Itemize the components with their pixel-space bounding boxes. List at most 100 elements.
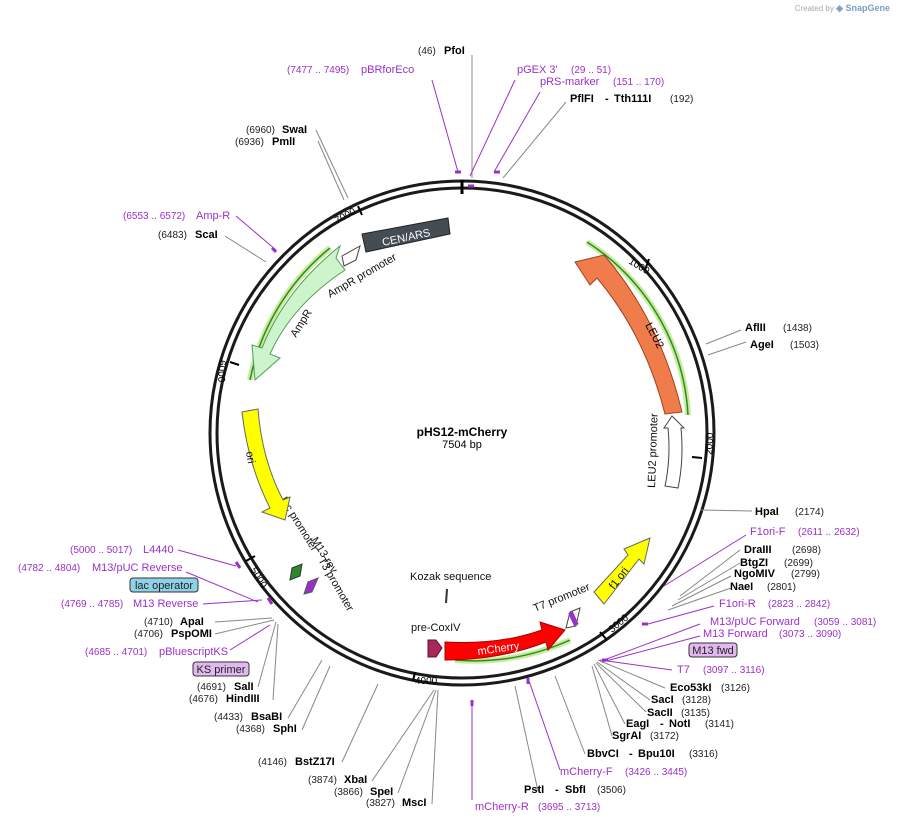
primer-pgex3[interactable]: pGEX 3'	[517, 64, 558, 76]
site-sali[interactable]: SalI	[234, 681, 254, 693]
site-pos-psti: (3506)	[597, 785, 626, 796]
site-pos-btgzi: (2699)	[784, 558, 813, 569]
credit-prefix: Created by	[794, 4, 834, 13]
primer-m13-reverse[interactable]: M13 Reverse	[133, 598, 198, 610]
primer-pos-l4440: (5000 .. 5017)	[70, 545, 132, 556]
primer-pos-t7: (3097 .. 3116)	[703, 665, 765, 676]
primer-l4440[interactable]: L4440	[143, 544, 174, 556]
site-sep-eagi: -	[660, 718, 664, 730]
site-pmli[interactable]: PmlI	[272, 136, 295, 148]
site-sphi[interactable]: SphI	[273, 723, 297, 735]
site-sacii[interactable]: SacII	[647, 707, 673, 719]
site-bstz17i[interactable]: BstZ17I	[295, 756, 335, 768]
plasmid-name: pHS12-mCherry	[417, 425, 508, 439]
site-pflfi[interactable]: PflFI	[570, 93, 594, 105]
site-pos-spei: (3866)	[334, 787, 363, 798]
site-aflii[interactable]: AflII	[745, 322, 766, 334]
mcherry-arc-line	[454, 639, 571, 662]
feature-label-leu2-promoter: LEU2 promoter	[646, 413, 661, 488]
site-pos-hindiii: (4676)	[189, 694, 218, 705]
feature-ampr	[251, 244, 346, 382]
primer-pos-m13-puc-reverse: (4782 .. 4804)	[18, 563, 80, 574]
boxed-lac-operator-label: lac operator	[135, 580, 193, 592]
site-noti[interactable]: NotI	[669, 718, 690, 730]
site-pos-bstz17i: (4146)	[258, 757, 287, 768]
primer-f1ori-f[interactable]: F1ori-F	[750, 526, 786, 538]
enzyme-connectors	[214, 55, 753, 805]
primer-pos-amp-r: (6553 .. 6572)	[123, 211, 185, 222]
leu2-arc-line	[586, 241, 689, 416]
boxed-primer-ks-primer[interactable]	[192, 661, 250, 677]
site-spei[interactable]: SpeI	[370, 786, 393, 798]
primer-pbluescriptks[interactable]: pBluescriptKS	[159, 646, 228, 658]
site-pos-pmli: (6936)	[235, 137, 264, 148]
site-sep-pflfi: -	[605, 93, 609, 105]
primer-m13-puc-forward[interactable]: M13/pUC Forward	[710, 616, 800, 628]
site-pos-eco53ki: (3126)	[721, 683, 750, 694]
site-pos-bbvci: (3316)	[689, 749, 718, 760]
primer-m13-forward[interactable]: M13 Forward	[703, 628, 768, 640]
primer-pos-mcherry-f: (3426 .. 3445)	[625, 767, 687, 778]
tick-4000: 4000	[415, 676, 438, 687]
site-pfoi[interactable]: PfoI	[444, 45, 465, 57]
site-pos-agei: (1503)	[790, 340, 819, 351]
site-sgrai[interactable]: SgrAI	[612, 730, 641, 742]
site-scai[interactable]: ScaI	[195, 229, 218, 241]
site-eagi[interactable]: EagI	[626, 718, 649, 730]
primer-amp-r[interactable]: Amp-R	[196, 210, 230, 222]
site-pos-msci: (3827)	[366, 798, 395, 809]
site-tth111i[interactable]: Tth111I	[614, 93, 651, 105]
snapgene-logo: ◈	[836, 3, 846, 13]
site-xbai[interactable]: XbaI	[344, 774, 367, 786]
primer-pos-mcherry-r: (3695 .. 3713)	[538, 802, 600, 813]
site-pos-pflfi: (192)	[670, 94, 693, 105]
site-btgzi[interactable]: BtgZI	[740, 557, 768, 569]
site-bpu10i[interactable]: Bpu10I	[638, 748, 675, 760]
site-pspomi[interactable]: PspOMI	[171, 628, 212, 640]
site-bbvci[interactable]: BbvCI	[587, 748, 619, 760]
primer-mcherry-r[interactable]: mCherry-R	[475, 801, 529, 813]
site-hpai[interactable]: HpaI	[755, 506, 779, 518]
primer-prs-marker[interactable]: pRS-marker	[540, 76, 600, 88]
site-pos-sgrai: (3172)	[650, 731, 679, 742]
primer-pos-m13-reverse: (4769 .. 4785)	[61, 599, 123, 610]
boxed-lac-operator[interactable]	[129, 577, 199, 593]
feature-pre-coxiv	[427, 639, 443, 658]
site-hindiii[interactable]: HindIII	[226, 693, 260, 705]
site-eco53ki[interactable]: Eco53kI	[670, 682, 712, 694]
tick-6000: 6000	[215, 360, 227, 383]
site-ngomiv[interactable]: NgoMIV	[734, 568, 776, 580]
feature-label-mcherry: mCherry	[477, 640, 521, 658]
site-pos-pspomi: (4706)	[134, 629, 163, 640]
primer-pbrforeco[interactable]: pBRforEco	[361, 64, 414, 76]
primer-mcherry-f[interactable]: mCherry-F	[560, 766, 613, 778]
site-sbfi[interactable]: SbfI	[565, 784, 586, 796]
site-msci[interactable]: MscI	[402, 797, 426, 809]
primer-pos-pbrforeco: (7477 .. 7495)	[287, 65, 349, 76]
site-saci[interactable]: SacI	[651, 694, 674, 706]
feature-label-pre-coxiv: pre-CoxIV	[411, 622, 461, 634]
primer-m13-puc-reverse[interactable]: M13/pUC Reverse	[92, 562, 182, 574]
boxed-primer-m13-fwd[interactable]	[688, 642, 738, 658]
snapgene-credit: Created by ◈ SnapGene	[795, 3, 890, 14]
site-bsabi[interactable]: BsaBI	[251, 711, 282, 723]
site-pos-draiii: (2698)	[792, 545, 821, 556]
site-apai[interactable]: ApaI	[180, 616, 204, 628]
site-naei[interactable]: NaeI	[730, 581, 753, 593]
site-psti[interactable]: PstI	[524, 784, 544, 796]
site-pos-hpai: (2174)	[795, 507, 824, 518]
primer-f1ori-r[interactable]: F1ori-R	[719, 598, 756, 610]
site-draiii[interactable]: DraIII	[744, 544, 772, 556]
feature-label-kozak: Kozak sequence	[410, 571, 491, 583]
boxed-primer-m13-fwd-label: M13 fwd	[692, 645, 734, 657]
feature-ampr-promoter	[341, 244, 361, 267]
primer-t7[interactable]: T7	[677, 664, 690, 676]
site-pos-sali: (4691)	[197, 682, 226, 693]
tick-5000: 5000	[247, 566, 268, 591]
site-agei[interactable]: AgeI	[750, 339, 774, 351]
primer-pos-m13-puc-forward: (3059 .. 3081)	[814, 617, 876, 628]
site-swai[interactable]: SwaI	[282, 124, 307, 136]
feature-t3-promoter	[303, 577, 319, 595]
feature-cen-ars	[361, 217, 451, 253]
